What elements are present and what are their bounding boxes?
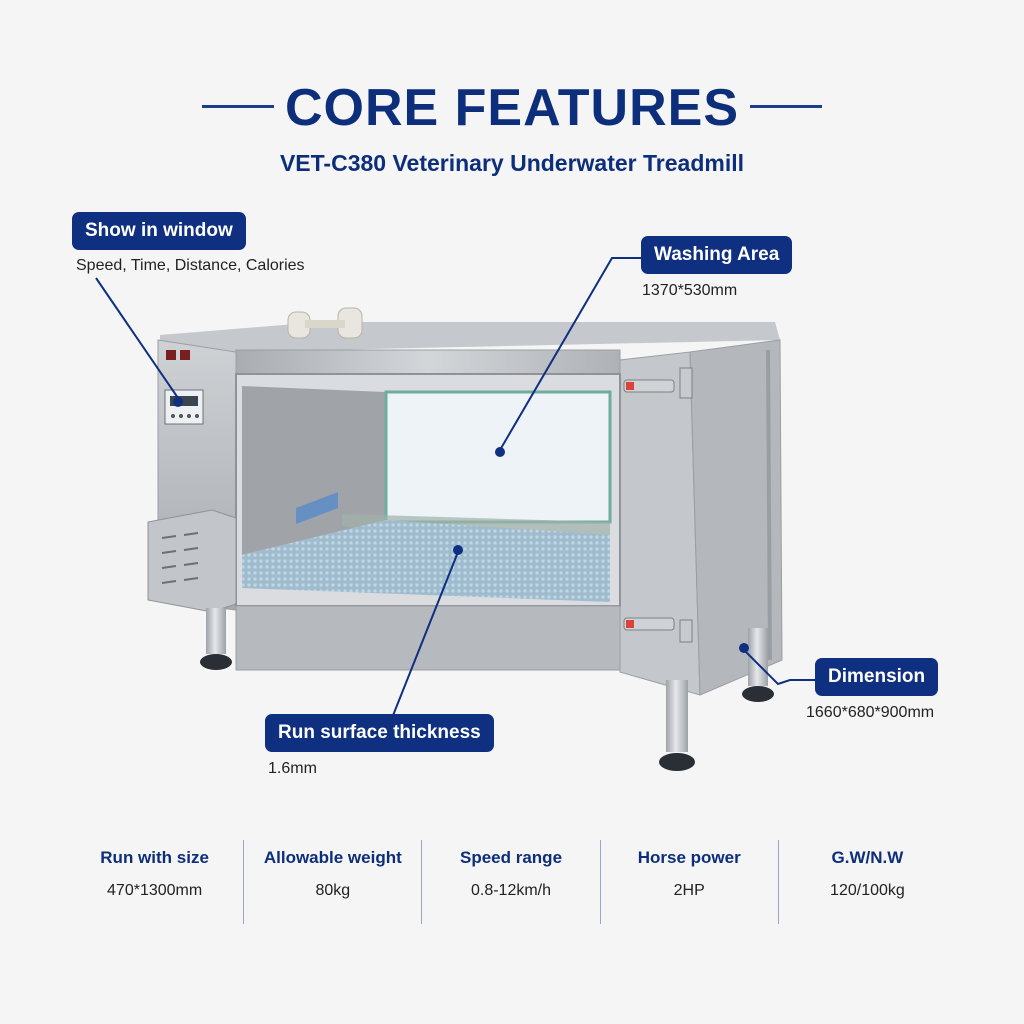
callout-dimension-detail: 1660*680*900mm (806, 704, 935, 721)
spec-allowable-weight: Allowable weight 80kg (244, 840, 423, 924)
callout-washing-detail: 1370*530mm (642, 282, 738, 299)
door-latch-top (623, 367, 693, 399)
spec-label: Horse power (637, 848, 741, 867)
title-rule-left (202, 105, 274, 108)
inner-left-wall (242, 386, 386, 555)
power-switch-2 (180, 350, 190, 360)
spec-value: 0.8-12km/h (470, 882, 552, 899)
callout-leaders (95, 257, 818, 719)
callout-display-label: Show in window (72, 212, 246, 250)
motor-box (147, 509, 237, 613)
spec-label: G.W/N.W (831, 848, 904, 867)
running-belt (242, 520, 610, 602)
spec-horse-power: Horse power 2HP (601, 840, 779, 924)
callout-display-detail: Speed, Time, Distance, Calories (76, 257, 305, 274)
back-glass (384, 390, 612, 524)
spec-speed-range: Speed range 0.8-12km/h (422, 840, 601, 924)
title-rule-right (750, 105, 822, 108)
door-latch-bottom (623, 617, 693, 643)
spec-label: Allowable weight (263, 848, 402, 867)
motor-vents (161, 532, 199, 584)
hose-fitting (287, 307, 363, 339)
spec-table: Run with size 470*1300mm Allowable weigh… (66, 840, 956, 924)
spec-value: 120/100kg (830, 882, 905, 899)
spec-label: Run with size (100, 848, 209, 867)
spec-run-size: Run with size 470*1300mm (66, 840, 245, 924)
callout-surface-detail: 1.6mm (268, 760, 317, 777)
power-switch-1 (166, 350, 176, 360)
bottom-band (235, 605, 621, 671)
spec-value: 80kg (315, 882, 351, 899)
callout-washing-label: Washing Area (641, 236, 793, 274)
spec-value: 470*1300mm (107, 882, 203, 899)
right-side-frame (689, 339, 783, 696)
label-sticker (296, 492, 338, 524)
callout-dimension-label: Dimension (815, 658, 939, 696)
support-legs (200, 608, 774, 771)
side-door (619, 351, 701, 696)
callout-surface-label: Run surface thickness (265, 714, 494, 752)
spec-value: 2HP (673, 882, 705, 899)
top-rim (160, 322, 780, 352)
spec-weight-gw-nw: G.W/N.W 120/100kg (779, 840, 956, 924)
title-row: CORE FEATURES (0, 76, 1024, 140)
callout-dots (173, 397, 749, 653)
page-title: CORE FEATURES (284, 79, 740, 137)
spec-label: Speed range (459, 848, 563, 867)
control-display (164, 389, 204, 425)
product-subtitle: VET-C380 Veterinary Underwater Treadmill (279, 150, 745, 176)
